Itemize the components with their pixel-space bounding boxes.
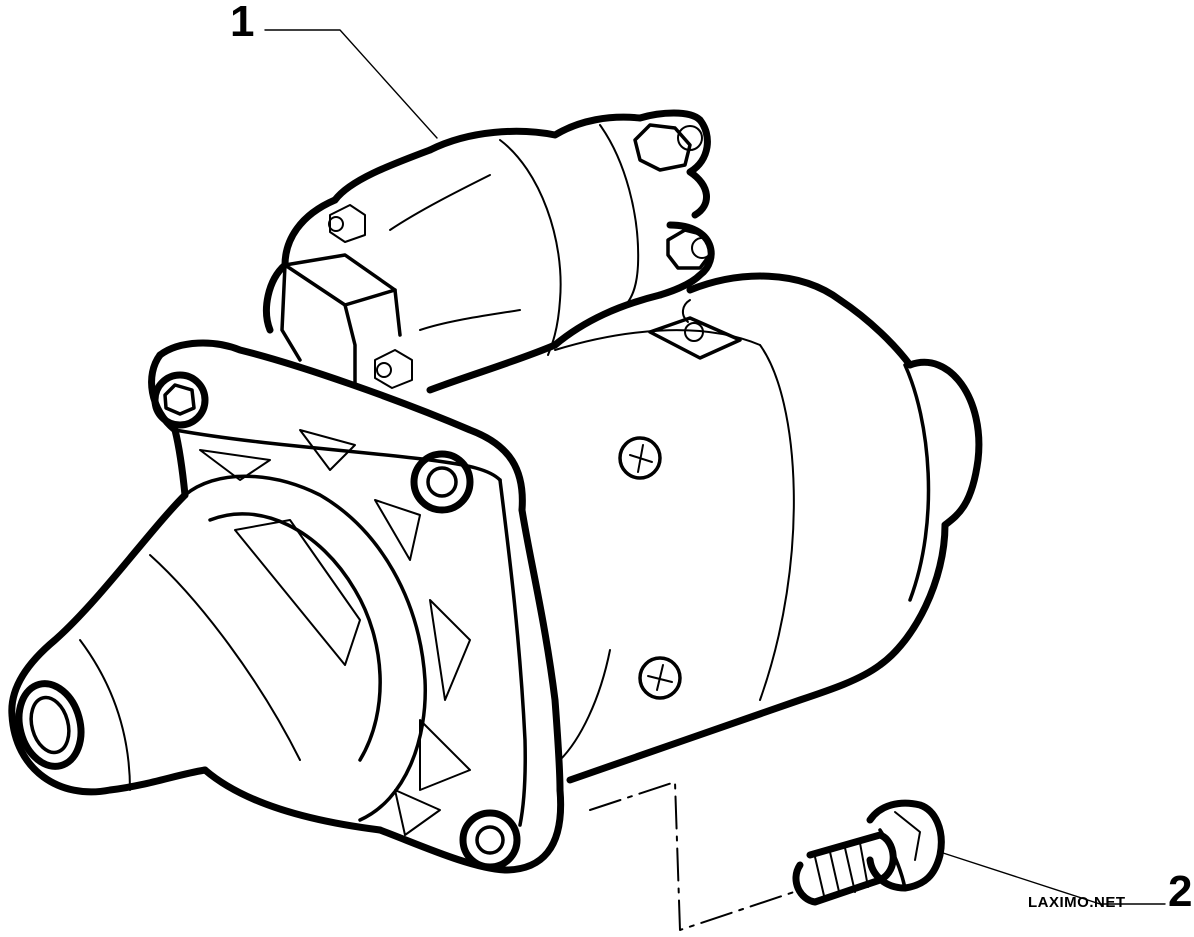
assembly-guide-line: [589, 781, 801, 931]
callout-2[interactable]: 2: [939, 851, 1192, 916]
barrel-screw-upper: [618, 436, 662, 480]
drive-end-housing: [8, 474, 427, 834]
callout-number-2: 2: [1168, 867, 1192, 916]
watermark-text: LAXIMO.NET: [1028, 894, 1126, 911]
terminal-tab: [648, 299, 742, 360]
mounting-bolt[interactable]: [792, 799, 945, 906]
solenoid: [331, 109, 715, 394]
leader-line-1: [264, 29, 438, 139]
callout-number-1: 1: [230, 0, 254, 46]
mounting-flange: [148, 339, 565, 874]
leader-line-2: [939, 851, 1166, 905]
motor-barrel: [554, 272, 983, 784]
starter-motor[interactable]: [8, 109, 983, 874]
solenoid-bracket: [263, 196, 413, 389]
callout-1[interactable]: 1: [230, 0, 438, 139]
barrel-screw-lower: [638, 656, 682, 700]
